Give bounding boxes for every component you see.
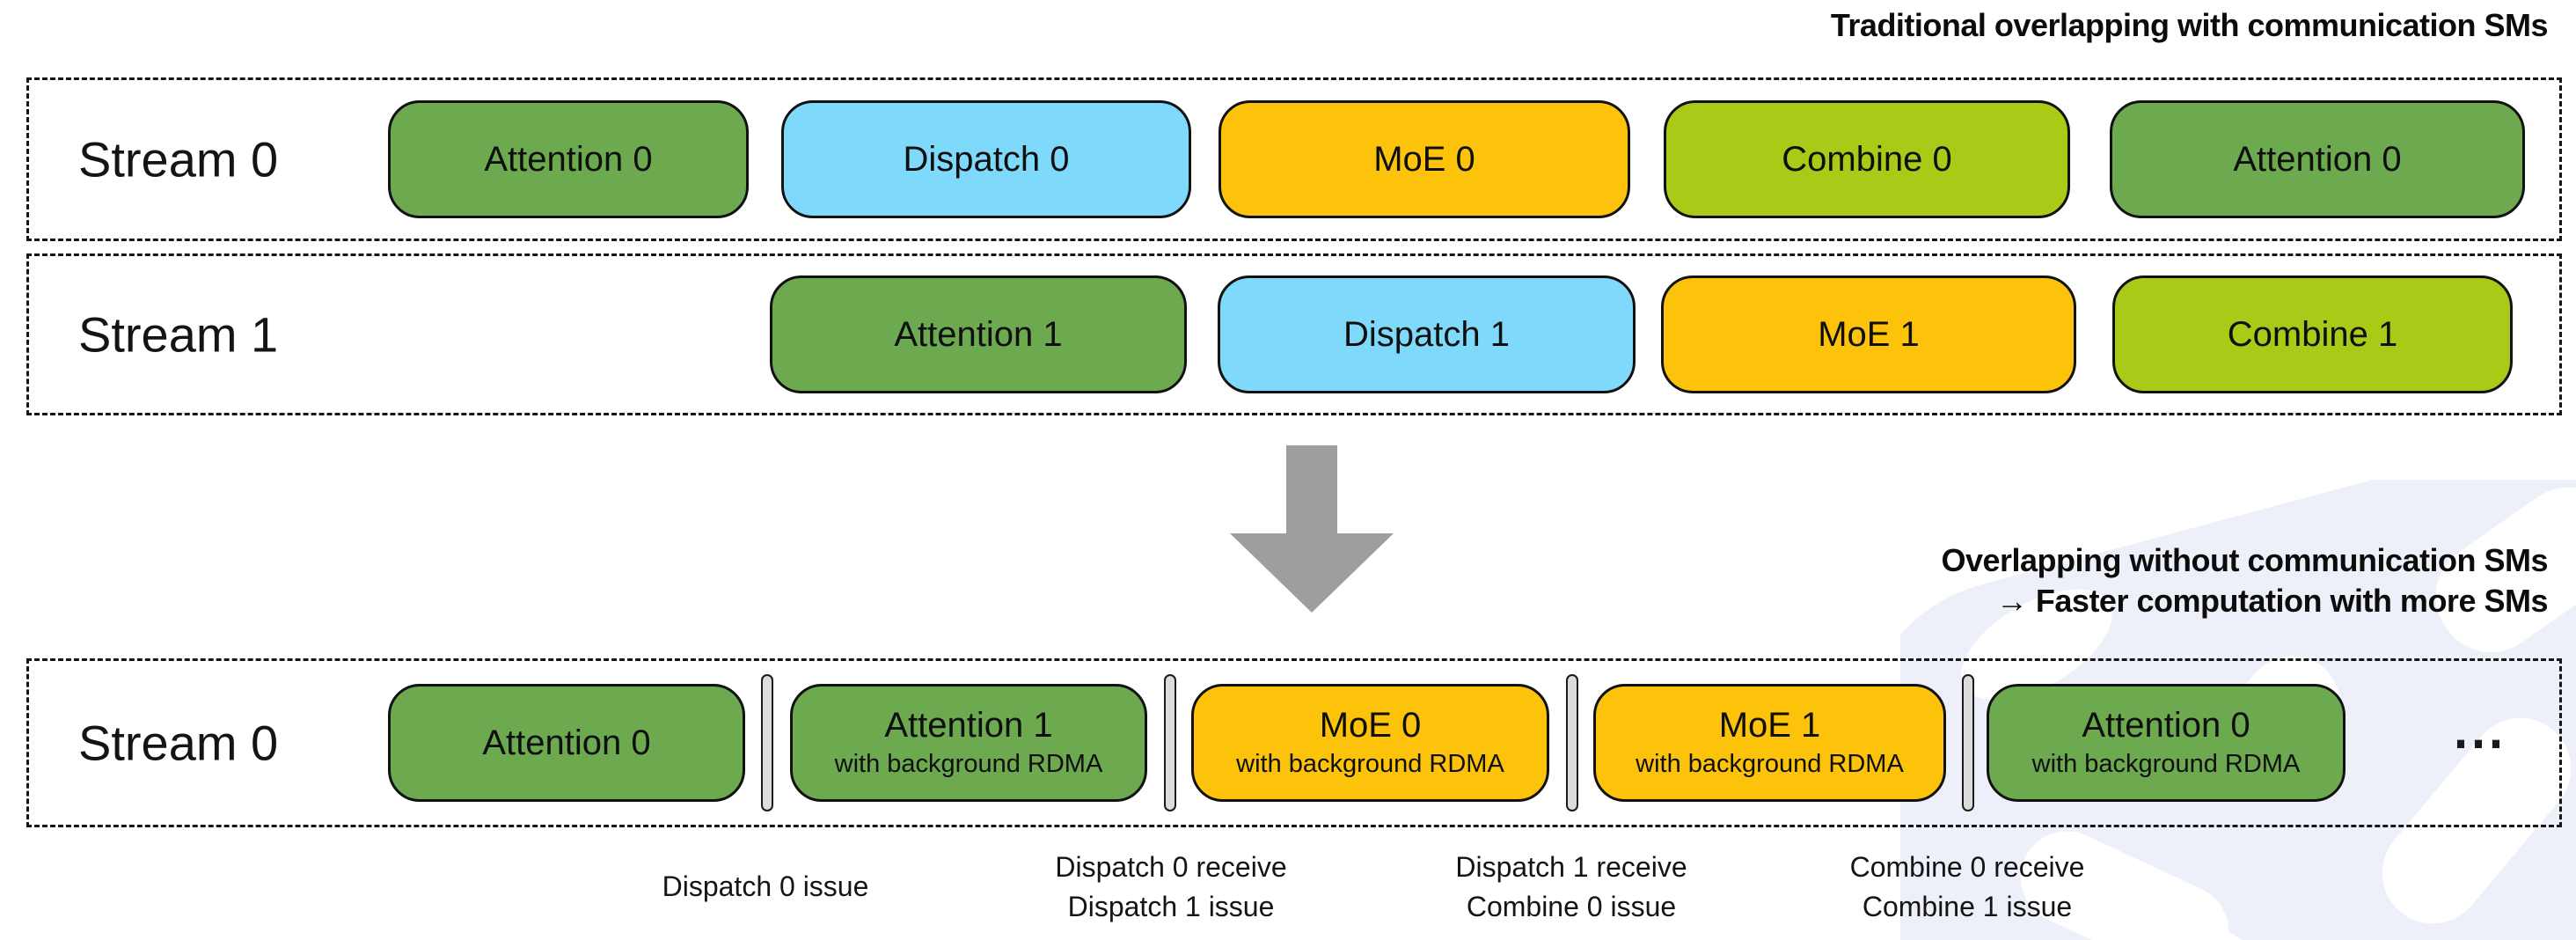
annotation-line: Dispatch 1 issue — [1067, 891, 1275, 922]
task-block-combine-1: Combine 1 — [2112, 275, 2513, 393]
annotation-line: Dispatch 0 receive — [1055, 850, 1287, 883]
sync-separator — [1566, 674, 1578, 811]
traditional-stream-0-row: Stream 0 Attention 0 Dispatch 0 MoE 0 Co… — [26, 77, 2562, 241]
task-block-label: Combine 1 — [2227, 315, 2398, 354]
sync-separator — [1164, 674, 1176, 811]
task-block-moe-1: MoE 1 — [1661, 275, 2076, 393]
optimized-stream-0-row: Stream 0 Attention 0 Attention 1 with ba… — [26, 658, 2562, 827]
task-block-label: Attention 0 — [484, 140, 653, 179]
task-block-moe-0-rdma: MoE 0 with background RDMA — [1191, 684, 1549, 802]
annotation-line: Combine 0 issue — [1466, 891, 1677, 922]
task-block-sublabel: with background RDMA — [1236, 750, 1504, 779]
continuation-ellipsis: ⋯ — [2452, 713, 2506, 772]
task-block-sublabel: with background RDMA — [2031, 750, 2301, 779]
traditional-section-title: Traditional overlapping with communicati… — [1830, 7, 2549, 43]
optimized-title-line-1: Overlapping without communication SMs — [1941, 542, 2548, 578]
task-block-label: Attention 0 — [482, 723, 651, 762]
task-block-sublabel: with background RDMA — [1636, 750, 1904, 779]
task-block-sublabel: with background RDMA — [834, 750, 1103, 779]
task-block-label: Attention 0 — [2082, 706, 2250, 745]
annotation-line: Dispatch 0 issue — [662, 870, 869, 903]
task-block-attention-0: Attention 0 — [388, 684, 745, 802]
task-block-label: MoE 1 — [1818, 315, 1920, 354]
sync-separator — [1962, 674, 1974, 811]
task-block-label: Attention 1 — [884, 706, 1053, 745]
stream-0-label: Stream 0 — [78, 715, 279, 771]
task-block-label: Dispatch 1 — [1343, 315, 1510, 354]
stream-1-label: Stream 1 — [78, 306, 279, 363]
task-block-attention-0: Attention 0 — [388, 100, 749, 218]
task-block-label: Combine 0 — [1782, 140, 1952, 179]
traditional-stream-1-row: Stream 1 Attention 1 Dispatch 1 MoE 1 Co… — [26, 253, 2562, 415]
task-block-attention-1: Attention 1 — [770, 275, 1187, 393]
task-block-attention-1-rdma: Attention 1 with background RDMA — [790, 684, 1147, 802]
task-block-dispatch-0: Dispatch 0 — [781, 100, 1191, 218]
task-block-moe-1-rdma: MoE 1 with background RDMA — [1593, 684, 1946, 802]
task-block-label: MoE 0 — [1319, 706, 1422, 745]
down-arrow-head — [1230, 533, 1394, 613]
task-block-label: Dispatch 0 — [903, 140, 1070, 179]
annotation-dispatch-0-receive-dispatch-1-issue: Dispatch 0 receive Dispatch 1 issue — [986, 843, 1356, 931]
task-block-attention-0-rdma: Attention 0 with background RDMA — [1987, 684, 2345, 802]
task-block-label: Attention 1 — [894, 315, 1063, 354]
annotation-dispatch-1-receive-combine-0-issue: Dispatch 1 receive Combine 0 issue — [1387, 843, 1756, 931]
task-block-moe-0: MoE 0 — [1218, 100, 1630, 218]
task-block-label: MoE 1 — [1718, 706, 1821, 745]
task-block-label: MoE 0 — [1373, 140, 1475, 179]
task-block-dispatch-1: Dispatch 1 — [1218, 275, 1636, 393]
optimized-section-title: Overlapping without communication SMs → … — [1941, 540, 2548, 621]
task-block-label: Attention 0 — [2233, 140, 2402, 179]
down-arrow-stem — [1286, 445, 1337, 535]
annotation-line: Combine 1 issue — [1862, 891, 2073, 922]
annotation-combine-0-receive-combine-1-issue: Combine 0 receive Combine 1 issue — [1782, 843, 2152, 931]
task-block-attention-0-next: Attention 0 — [2110, 100, 2525, 218]
annotation-dispatch-0-issue: Dispatch 0 issue — [581, 843, 950, 931]
sync-separator — [761, 674, 773, 811]
annotation-line: Combine 0 receive — [1849, 850, 2085, 883]
stream-0-label: Stream 0 — [78, 131, 279, 187]
optimized-title-line-2: → Faster computation with more SMs — [1995, 583, 2549, 619]
annotation-line: Dispatch 1 receive — [1455, 850, 1687, 883]
task-block-combine-0: Combine 0 — [1664, 100, 2070, 218]
